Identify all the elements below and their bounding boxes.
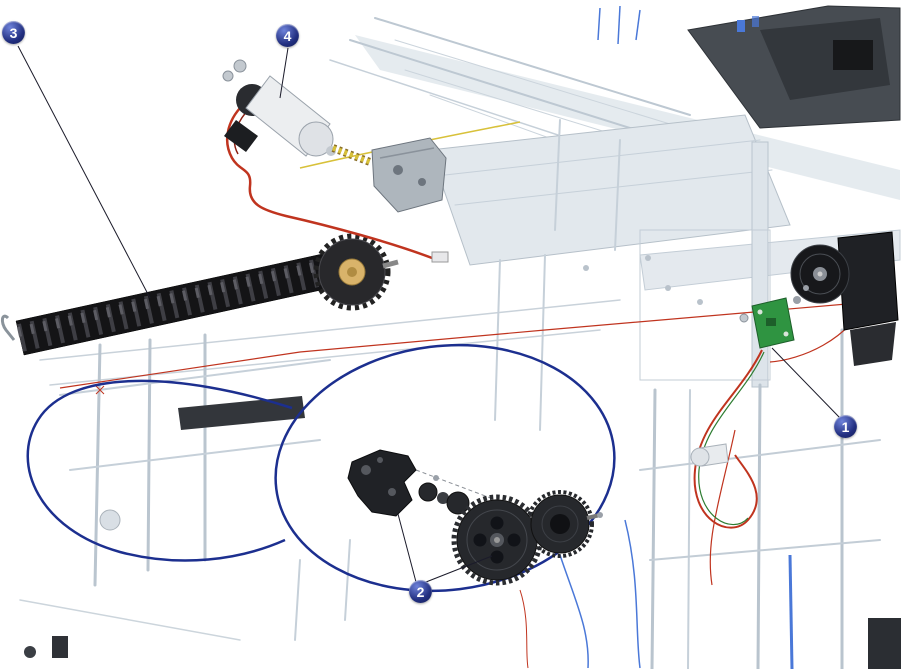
roller-part bbox=[0, 233, 399, 356]
solenoid-cap bbox=[224, 120, 258, 152]
gear-assembly-part bbox=[347, 449, 603, 586]
callout-badge-3: 3 bbox=[2, 21, 25, 44]
detail-callout-loop bbox=[26, 343, 616, 593]
screw bbox=[222, 70, 234, 82]
motor-assembly-part bbox=[222, 59, 449, 263]
roller-end-hook bbox=[0, 314, 16, 341]
second-gear-teeth bbox=[526, 490, 594, 558]
small-gear bbox=[446, 491, 470, 515]
small-gear bbox=[437, 492, 449, 504]
small-gear bbox=[418, 482, 438, 502]
wire-connector bbox=[431, 251, 449, 263]
encoder-assembly-part bbox=[690, 231, 899, 529]
callout-label: 1 bbox=[841, 418, 850, 435]
sensor-wire-loop bbox=[693, 349, 763, 529]
callout-badge-4: 4 bbox=[276, 24, 299, 47]
motor-wire bbox=[225, 101, 433, 260]
mounting-bracket bbox=[371, 137, 447, 213]
callout-leader-lines bbox=[17, 45, 841, 583]
screw bbox=[233, 59, 247, 73]
callout-label: 3 bbox=[9, 24, 18, 41]
screw bbox=[739, 313, 749, 323]
callout-label: 2 bbox=[416, 583, 425, 600]
callout-badge-1: 1 bbox=[834, 415, 857, 438]
callout-label: 4 bbox=[283, 27, 292, 44]
callout-badge-2: 2 bbox=[409, 580, 432, 603]
encoder-housing bbox=[837, 231, 899, 331]
roller-gear-teeth bbox=[313, 233, 391, 311]
